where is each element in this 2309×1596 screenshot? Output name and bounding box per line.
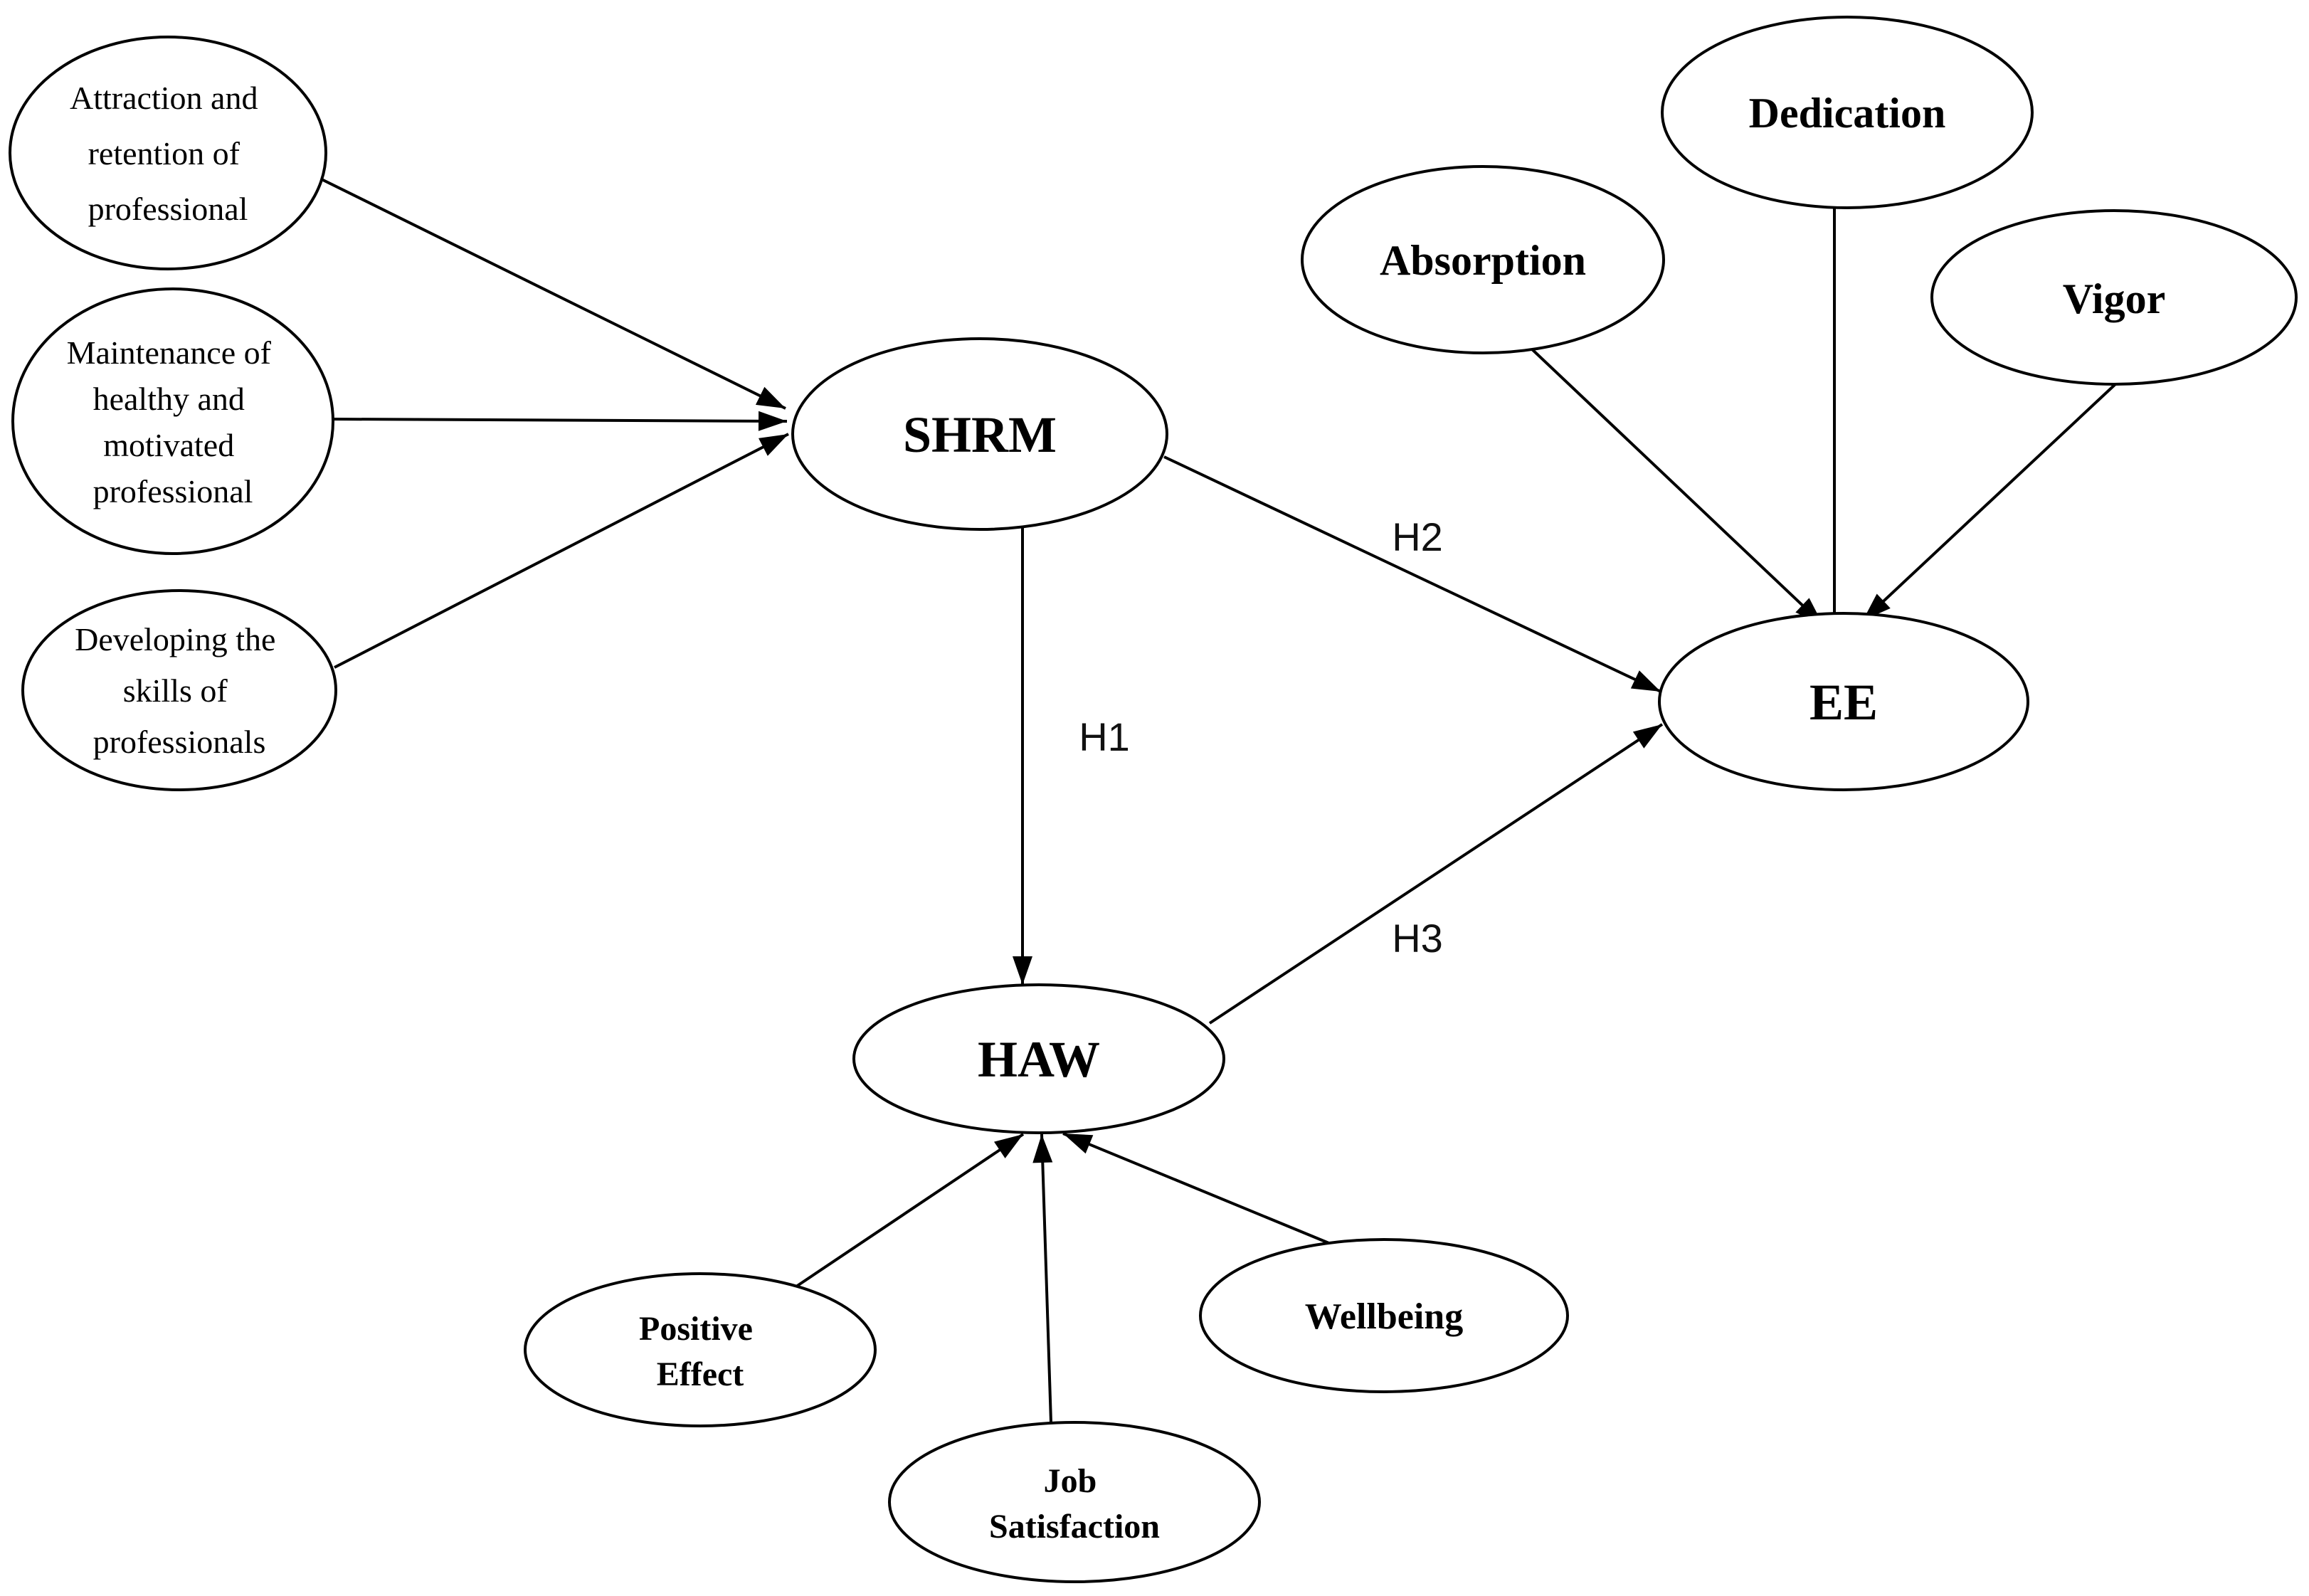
node-attraction: Attraction and retention of professional [9,36,327,270]
node-absorption-ellipse [1301,165,1665,354]
node-developing-label-line2: skills of [123,672,228,709]
edge-shrm-ee-h2-line [1163,455,1661,693]
node-maintenance-ellipse [11,287,334,555]
edge-label-h3: H3 [1392,916,1443,961]
node-positive-effect-label-line1: Positive [639,1310,753,1348]
node-positive-effect-label: Positive Effect [639,1310,761,1393]
node-dedication: Dedication [1661,16,2034,209]
edge-attraction-shrm-line [321,178,786,410]
node-maintenance-label-line2: healthy and [93,381,245,417]
edge-vigor-ee-line [1861,381,2118,622]
node-dedication-label: Dedication [1749,90,1946,137]
node-maintenance-label-line4: professional [93,473,253,509]
edge-job-satisfaction-haw-line [1032,1133,1053,1423]
node-group: Attraction and retention of professional… [9,16,2298,1583]
node-ee: EE [1658,612,2029,791]
node-maintenance-label: Maintenance of healthy and motivated pro… [67,334,280,509]
edge-haw-ee-h3-line [1208,723,1664,1025]
node-shrm: SHRM [791,337,1168,531]
node-wellbeing: Wellbeing [1199,1238,1569,1393]
edge-label-h2: H2 [1392,514,1443,559]
node-job-satisfaction-ellipse [888,1421,1261,1583]
node-attraction-label-line3: professional [88,191,248,227]
node-vigor-label: Vigor [2063,275,2165,322]
node-positive-effect: Positive Effect [524,1272,877,1427]
node-positive-effect-ellipse [524,1272,877,1427]
node-job-satisfaction-label: Job Satisfaction [989,1462,1160,1545]
node-vigor: Vigor [1930,209,2298,386]
edge-label-group: H1 H2 H3 [1079,514,1443,961]
node-positive-effect-label-line2: Effect [657,1355,744,1393]
node-developing-label: Developing the skills of professionals [75,621,284,760]
node-shrm-ellipse [791,337,1168,531]
edge-wellbeing-haw-line [1062,1132,1331,1245]
node-attraction-label-line2: retention of [88,135,241,171]
edge-absorption-ee-line [1528,346,1824,626]
edge-label-h1: H1 [1079,714,1130,759]
node-developing-label-line1: Developing the [75,621,275,657]
node-attraction-label: Attraction and retention of professional [70,80,266,227]
node-wellbeing-label: Wellbeing [1305,1296,1463,1337]
node-maintenance: Maintenance of healthy and motivated pro… [11,287,334,555]
node-ee-label: EE [1809,674,1878,731]
node-attraction-ellipse [9,36,327,270]
node-job-satisfaction: Job Satisfaction [888,1421,1261,1583]
node-absorption: Absorption [1301,165,1665,354]
node-dedication-ellipse [1661,16,2034,209]
edge-developing-shrm-line [334,433,789,669]
node-maintenance-label-line3: motivated [103,427,234,463]
edge-positive-effect-haw-line [795,1133,1025,1288]
node-ee-ellipse [1658,612,2029,791]
node-developing-ellipse [21,589,337,791]
node-attraction-label-line1: Attraction and [70,80,258,116]
node-haw-label: HAW [978,1031,1100,1088]
node-wellbeing-ellipse [1199,1238,1569,1393]
node-haw: HAW [852,983,1225,1134]
node-shrm-label: SHRM [903,406,1057,463]
node-haw-ellipse [852,983,1225,1134]
node-maintenance-label-line1: Maintenance of [67,334,272,371]
node-job-satisfaction-label-line1: Job [1044,1462,1097,1500]
node-job-satisfaction-label-line2: Satisfaction [989,1508,1160,1545]
node-developing: Developing the skills of professionals [21,589,337,791]
edge-maintenance-shrm-line [333,411,788,431]
node-developing-label-line3: professionals [93,724,266,760]
edge-group [321,178,2118,1423]
node-absorption-label: Absorption [1380,237,1586,284]
node-vigor-ellipse [1930,209,2298,386]
